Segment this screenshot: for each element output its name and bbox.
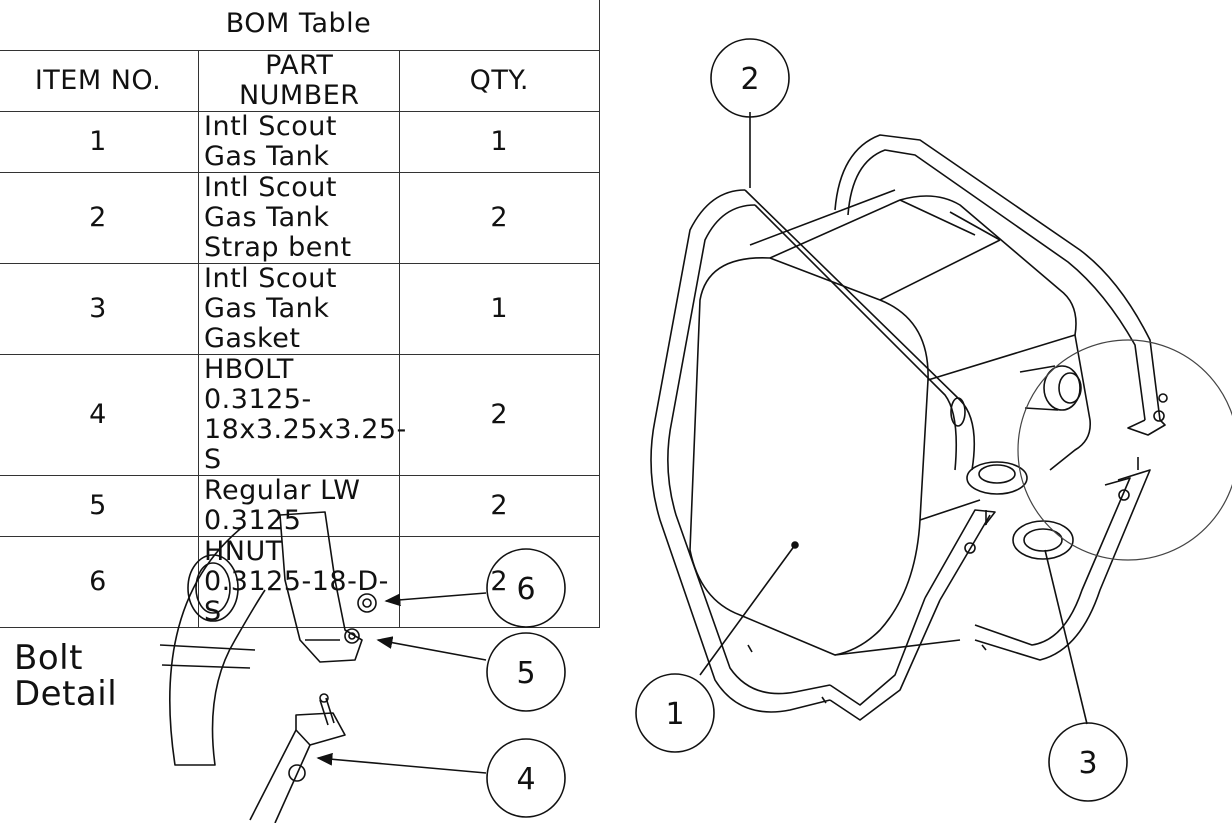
bom-row: 4 HBOLT 0.3125- 18x3.25x3.25-S 2 bbox=[0, 354, 600, 476]
balloon-5 bbox=[486, 632, 566, 712]
bom-part-number: Regular LW 0.3125 bbox=[204, 475, 361, 536]
balloon-2 bbox=[710, 38, 790, 118]
gas-tank bbox=[689, 189, 1092, 656]
balloon-3 bbox=[1048, 722, 1128, 802]
bom-table: BOM Table ITEM NO. PART NUMBER QTY. 1 In… bbox=[0, 0, 600, 628]
leader-dot bbox=[791, 541, 799, 549]
bom-item-no: 4 bbox=[0, 354, 199, 476]
balloon-4-label: 4 bbox=[516, 762, 535, 797]
bom-part-number: Intl Scout Gas Tank Gasket bbox=[204, 263, 337, 354]
bom-qty: 2 bbox=[398, 354, 600, 476]
bom-item-no: 6 bbox=[0, 536, 199, 628]
leader-lines bbox=[316, 112, 1088, 774]
bolt-detail-label: Bolt Detail bbox=[14, 638, 118, 714]
detail-view-circle bbox=[1017, 339, 1232, 561]
balloon-1-label: 1 bbox=[665, 697, 684, 732]
gasket bbox=[1012, 520, 1074, 560]
bolt bbox=[964, 393, 1168, 554]
header-qty: QTY. bbox=[398, 50, 600, 112]
bom-title: BOM Table bbox=[0, 0, 600, 51]
header-part-number: PART NUMBER bbox=[198, 50, 400, 112]
bolt-detail-view bbox=[159, 511, 377, 823]
header-item-no: ITEM NO. bbox=[0, 50, 199, 112]
bom-qty: 2 bbox=[398, 172, 600, 264]
balloon-6 bbox=[486, 548, 566, 628]
front-strap bbox=[650, 189, 996, 721]
balloon-6-label: 6 bbox=[516, 572, 535, 607]
rear-strap bbox=[834, 134, 1166, 661]
bom-part-number: Intl Scout Gas Tank Strap bent bbox=[204, 172, 352, 263]
bom-qty: 1 bbox=[398, 111, 600, 173]
bom-part-number: Intl Scout Gas Tank bbox=[204, 111, 337, 172]
balloon-2-label: 2 bbox=[740, 62, 759, 97]
bom-qty: 2 bbox=[398, 536, 600, 628]
bom-item-no: 3 bbox=[0, 263, 199, 355]
balloon-1 bbox=[635, 673, 715, 753]
bom-item-no: 5 bbox=[0, 475, 199, 537]
balloon-4 bbox=[486, 738, 566, 818]
balloon-5-label: 5 bbox=[516, 656, 535, 691]
balloon-3-label: 3 bbox=[1078, 746, 1097, 781]
bom-part-number: HBOLT 0.3125- 18x3.25x3.25-S bbox=[204, 354, 407, 475]
